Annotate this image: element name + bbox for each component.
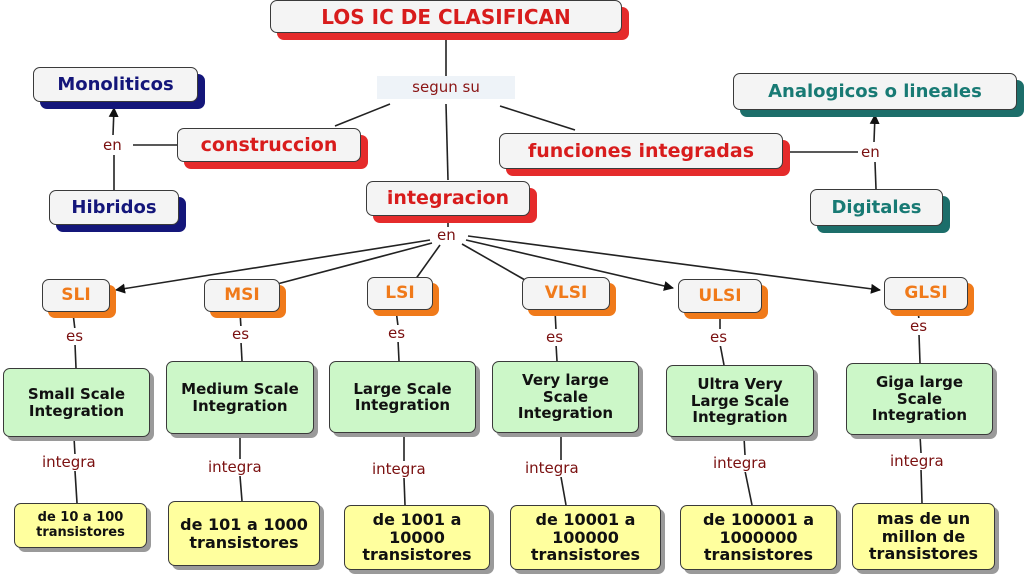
node-monoliticos: Monoliticos [33,67,198,102]
level-abbr-ulsi: ULSI [678,279,762,313]
link-integra-ulsi: integra [711,454,769,472]
node-funciones-integradas: funciones integradas [499,133,783,169]
level-name-ulsi: Ultra Very Large Scale Integration [666,365,814,437]
level-name-msi: Medium Scale Integration [166,361,314,434]
level-range-glsi: mas de un millon de transistores [852,503,995,570]
link-integra-sli: integra [40,453,98,471]
link-es-vlsi: es [544,328,566,346]
node-analogicos-lineales: Analogicos o lineales [733,73,1017,110]
link-es-lsi: es [386,324,408,342]
level-abbr-vlsi: VLSI [522,277,610,310]
level-name-lsi: Large Scale Integration [329,361,476,433]
level-range-msi: de 101 a 1000 transistores [168,501,320,566]
node-digitales: Digitales [810,189,943,226]
link-es-glsi: es [908,317,930,335]
level-abbr-msi: MSI [204,279,280,312]
level-name-glsi: Giga large Scale Integration [846,363,993,435]
level-range-vlsi: de 10001 a 100000 transistores [510,505,661,570]
title-node: LOS IC DE CLASIFICAN [270,0,622,33]
level-name-sli: Small Scale Integration [3,368,150,437]
level-range-ulsi: de 100001 a 1000000 transistores [680,505,837,570]
link-integra-vlsi: integra [523,459,581,477]
link-segun-su: segun su [377,76,515,99]
node-integracion: integracion [366,181,530,216]
node-construccion: construccion [177,128,361,162]
link-es-ulsi: es [708,328,730,346]
level-abbr-sli: SLI [42,279,110,312]
link-es-msi: es [230,325,252,343]
link-en-integracion: en [435,226,458,244]
link-integra-msi: integra [206,458,264,476]
level-range-lsi: de 1001 a 10000 transistores [344,505,490,570]
link-es-sli: es [64,327,86,345]
link-integra-lsi: integra [370,460,428,478]
level-abbr-lsi: LSI [367,277,433,310]
link-en-funciones: en [859,143,882,161]
link-integra-glsi: integra [888,452,946,470]
link-en-construccion: en [101,136,124,154]
node-hibridos: Hibridos [49,190,179,225]
level-name-vlsi: Very large Scale Integration [492,361,639,433]
level-range-sli: de 10 a 100 transistores [14,503,147,548]
level-abbr-glsi: GLSI [884,277,968,310]
